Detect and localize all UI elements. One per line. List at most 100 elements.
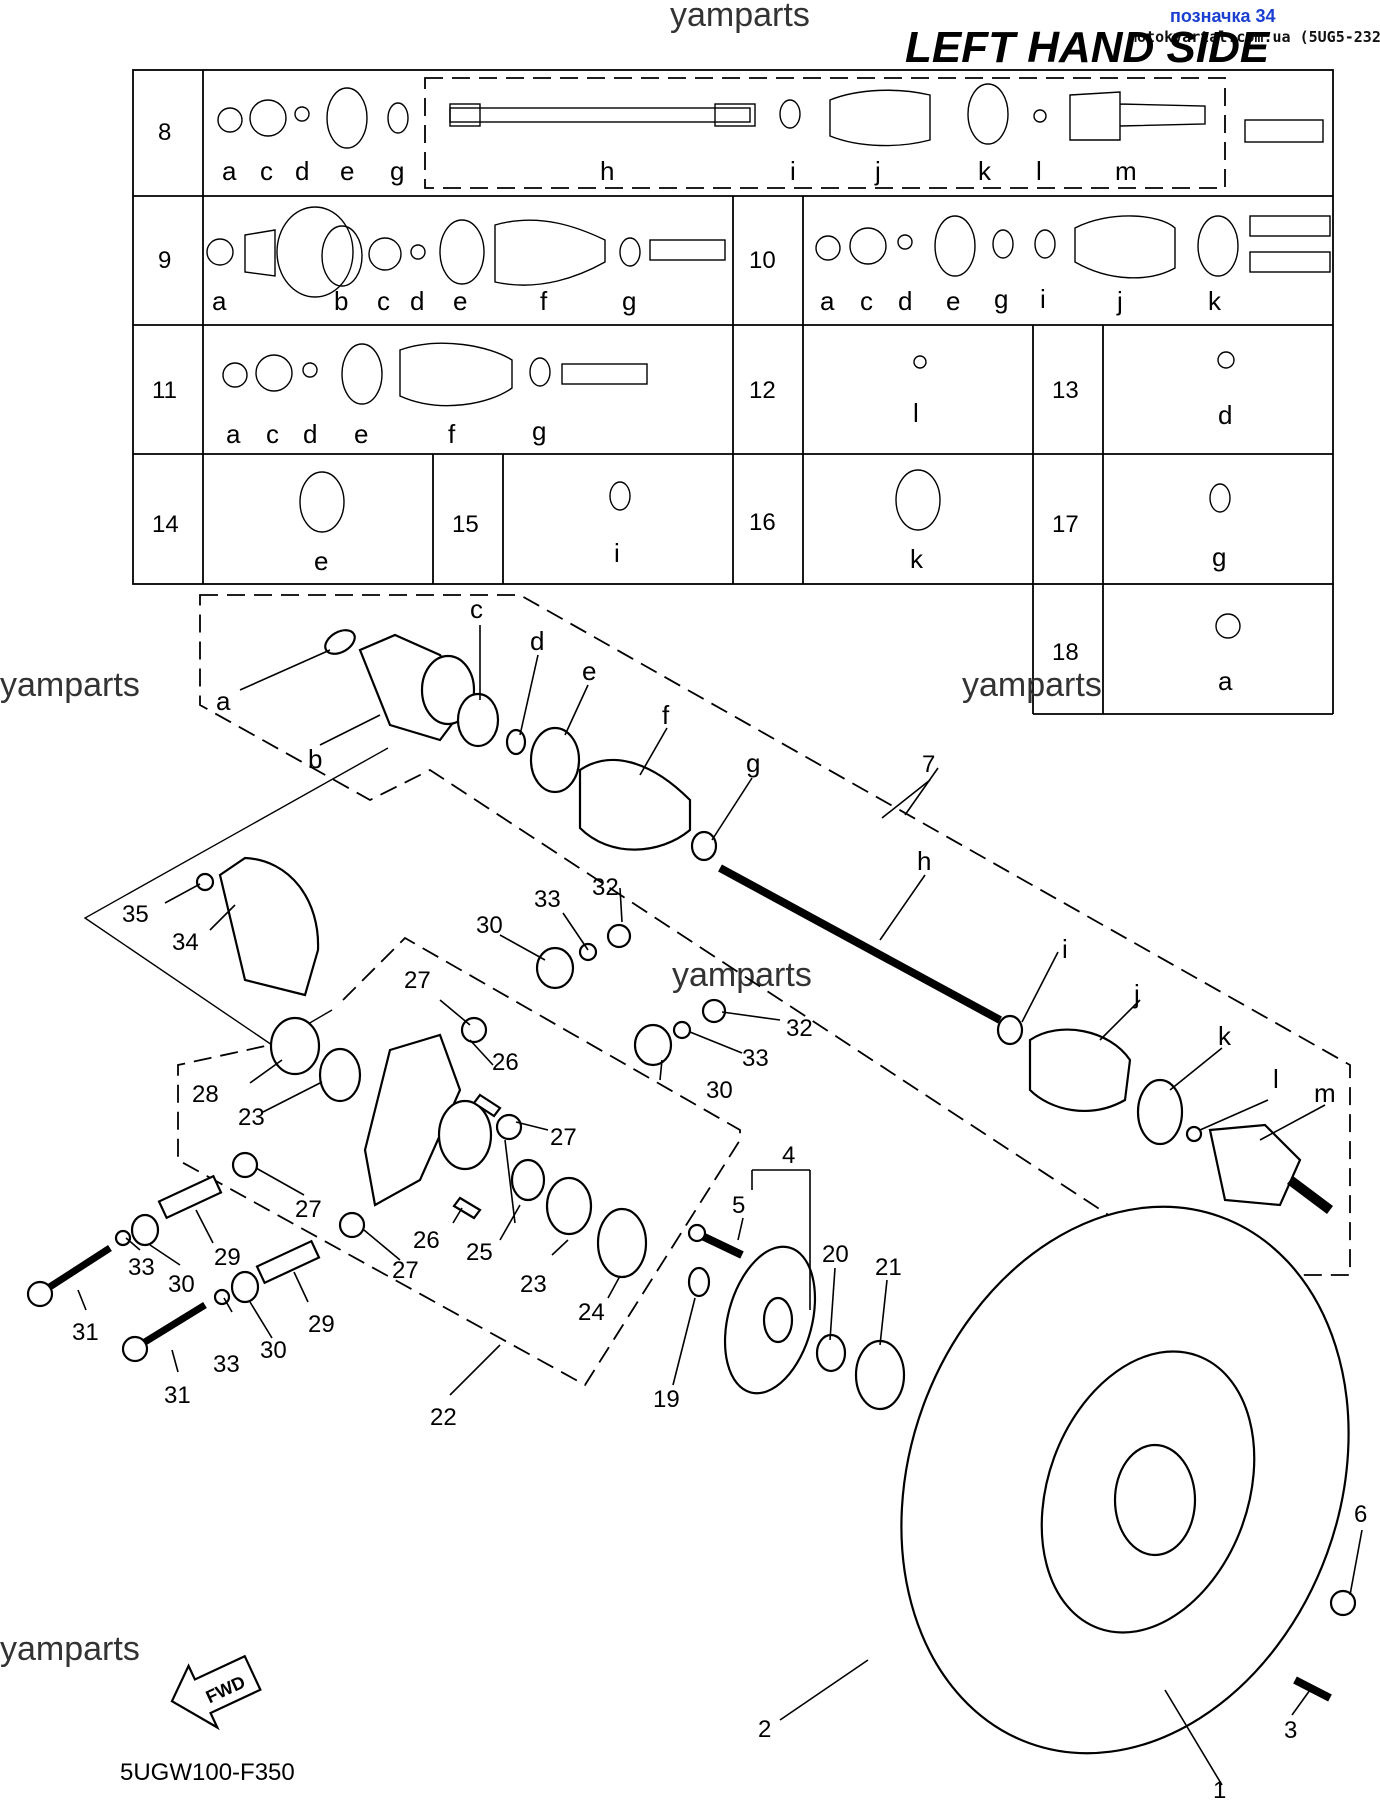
kit-number[interactable]: 18 [1052, 639, 1079, 666]
kit-number[interactable]: 11 [152, 377, 177, 404]
shaft-letter: c [470, 594, 483, 624]
callout-number[interactable]: 7 [922, 751, 935, 778]
watermark: yamparts [0, 666, 140, 704]
diagram-title: LEFT HAND SIDE [905, 23, 1271, 72]
callout-number[interactable]: 27 [550, 1124, 577, 1151]
shaft-letter: b [308, 744, 322, 774]
kit-letter: g [622, 286, 636, 316]
shaft-letter: l [1273, 1064, 1279, 1094]
shaft-letter: m [1314, 1078, 1336, 1108]
kit-letter: c [860, 286, 873, 316]
callout-number[interactable]: 31 [72, 1319, 99, 1346]
drive-shaft-parts [324, 629, 1333, 1214]
callout-number[interactable]: 32 [786, 1015, 813, 1042]
callout-number[interactable]: 33 [213, 1351, 240, 1378]
callout-number[interactable]: 5 [732, 1192, 745, 1219]
kit-letter: e [340, 156, 354, 186]
kit-letter: e [946, 286, 960, 316]
callout-number[interactable]: 30 [706, 1077, 733, 1104]
callout-number[interactable]: 4 [782, 1142, 795, 1169]
callout-number[interactable]: 33 [534, 886, 561, 913]
kit-9-parts [206, 206, 726, 298]
kit-letter: g [994, 284, 1008, 314]
kit-number[interactable]: 8 [158, 119, 171, 146]
watermark: yamparts [962, 666, 1102, 704]
callout-number[interactable]: 30 [476, 912, 503, 939]
kit-11-parts [222, 342, 648, 407]
kit-10-parts [815, 215, 1331, 279]
kit-number[interactable]: 14 [152, 511, 179, 538]
guard-part [195, 856, 320, 997]
kit-letter: e [314, 546, 328, 576]
callout-number[interactable]: 33 [128, 1254, 155, 1281]
callout-number[interactable]: 26 [413, 1227, 440, 1254]
kit-letter: j [1116, 286, 1123, 316]
callout-number[interactable]: 27 [295, 1196, 322, 1223]
callout-number[interactable]: 28 [192, 1081, 219, 1108]
kit-number[interactable]: 17 [1052, 511, 1079, 538]
callout-number[interactable]: 2 [758, 1716, 771, 1743]
callout-number[interactable]: 30 [168, 1271, 195, 1298]
callout-number[interactable]: 6 [1354, 1501, 1367, 1528]
kit-single-parts [299, 351, 1241, 639]
kit-letter: f [448, 419, 456, 449]
kit-letter: b [334, 286, 348, 316]
kit-letter: j [874, 156, 881, 186]
callout-number[interactable]: 3 [1284, 1717, 1297, 1744]
callout-number[interactable]: 23 [238, 1104, 265, 1131]
kit-number[interactable]: 15 [452, 511, 479, 538]
kit-number[interactable]: 10 [749, 247, 776, 274]
callout-number[interactable]: 23 [520, 1271, 547, 1298]
watermark: yamparts [0, 1630, 140, 1668]
kit-letter: l [913, 398, 919, 428]
kit-letter: g [532, 416, 546, 446]
kit-letter: h [600, 156, 614, 186]
hub-parts [687, 1205, 1357, 1755]
callout-number[interactable]: 33 [742, 1045, 769, 1072]
kit-letter: d [410, 286, 424, 316]
kit-letter: m [1115, 156, 1137, 186]
callout-number[interactable]: 26 [492, 1049, 519, 1076]
callout-number[interactable]: 34 [172, 929, 199, 956]
watermark: yamparts [672, 956, 812, 994]
kit-letter: c [260, 156, 273, 186]
shaft-letter: a [216, 686, 231, 716]
callout-number[interactable]: 31 [164, 1382, 191, 1409]
kit-number[interactable]: 9 [158, 247, 171, 274]
kit-number[interactable]: 12 [749, 377, 776, 404]
callout-number[interactable]: 27 [404, 967, 431, 994]
callout-number[interactable]: 20 [822, 1241, 849, 1268]
callout-number[interactable]: 29 [308, 1311, 335, 1338]
callout-number[interactable]: 1 [1213, 1777, 1226, 1800]
callout-number[interactable]: 21 [875, 1254, 902, 1281]
kit-letter: a [222, 156, 237, 186]
shaft-letter: e [582, 656, 596, 686]
kit-letter: a [820, 286, 835, 316]
fwd-arrow: FWD [170, 1654, 262, 1731]
callout-number[interactable]: 30 [260, 1337, 287, 1364]
watermark-top: yamparts [670, 0, 810, 34]
kit-8-parts [217, 83, 1324, 149]
kit-letter: c [266, 419, 279, 449]
callout-number[interactable]: 19 [653, 1386, 680, 1413]
kit-letter: a [212, 286, 227, 316]
kit-letter: f [540, 286, 548, 316]
callout-number[interactable]: 32 [592, 874, 619, 901]
kit-letter: a [1218, 666, 1233, 696]
kit-letter: i [790, 156, 796, 186]
kit-letter: l [1036, 156, 1042, 186]
callout-number[interactable]: 22 [430, 1404, 457, 1431]
kit-number[interactable]: 16 [749, 509, 776, 536]
callout-number[interactable]: 24 [578, 1299, 605, 1326]
callout-number[interactable]: 27 [392, 1257, 419, 1284]
callout-number[interactable]: 35 [122, 901, 149, 928]
callout-number[interactable]: 25 [466, 1239, 493, 1266]
kit-letter: c [377, 286, 390, 316]
tag-label[interactable]: позначка 34 [1170, 6, 1276, 26]
kit-letter: d [295, 156, 309, 186]
shaft-letter: i [1062, 934, 1068, 964]
callout-number[interactable]: 29 [214, 1244, 241, 1271]
kit-letter: g [390, 156, 404, 186]
callout-leaders [77, 779, 1363, 1786]
kit-number[interactable]: 13 [1052, 377, 1079, 404]
